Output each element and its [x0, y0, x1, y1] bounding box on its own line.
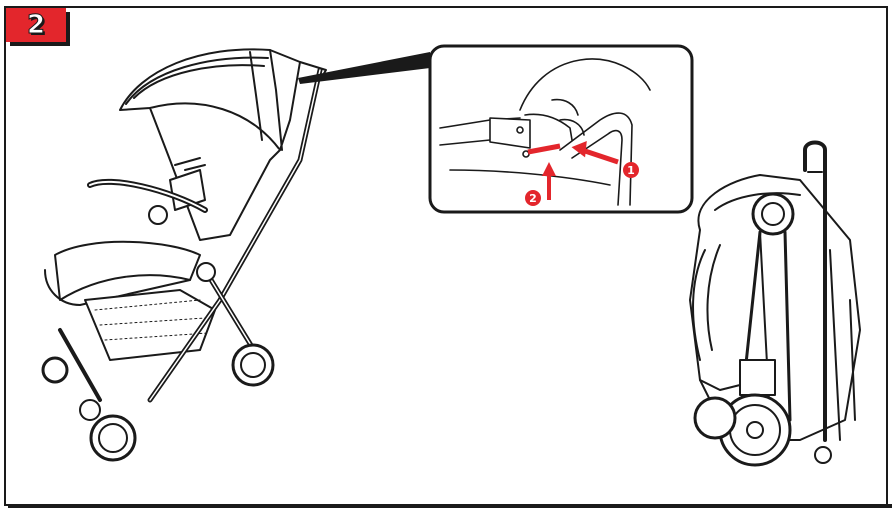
frame-shadow: [8, 504, 892, 508]
callout-connector: [298, 52, 430, 84]
callout-marker-2: 2: [525, 190, 541, 206]
callout-marker-1-label: 1: [627, 164, 635, 177]
callout-marker-2-label: 2: [529, 192, 537, 205]
open-stroller-illustration: [41, 48, 327, 462]
step-badge: 2: [6, 8, 66, 42]
step-number: 2: [26, 10, 46, 40]
release-arrows: [527, 140, 619, 200]
detail-inset: 1 2: [428, 44, 694, 214]
folded-stroller-illustration: [689, 140, 861, 467]
callout-marker-1: 1: [623, 162, 639, 178]
